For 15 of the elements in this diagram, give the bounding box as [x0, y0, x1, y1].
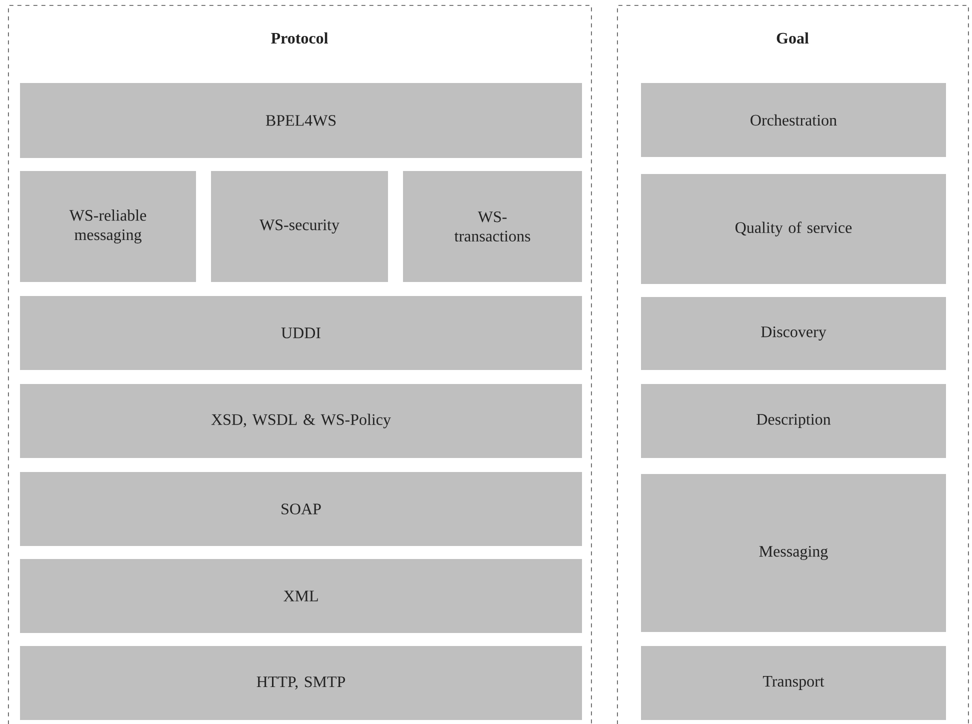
layer-box: BPEL4WS — [20, 83, 582, 158]
layer-box: Description — [641, 384, 946, 458]
layer-box: WS-reliable messaging — [20, 171, 196, 282]
layer-box: HTTP, SMTP — [20, 646, 582, 720]
layer-box: Orchestration — [641, 83, 946, 157]
layer-box: XML — [20, 559, 582, 633]
layer-box: SOAP — [20, 472, 582, 546]
layer-box: XSD, WSDL & WS-Policy — [20, 384, 582, 458]
layer-box: Messaging — [641, 474, 946, 632]
layer-box: Transport — [641, 646, 946, 720]
layer-box: UDDI — [20, 296, 582, 370]
layer-box: WS-security — [211, 171, 388, 282]
layer-box: Quality of service — [641, 174, 946, 284]
layer-box: Discovery — [641, 297, 946, 370]
layer-box: WS-transactions — [403, 171, 582, 282]
